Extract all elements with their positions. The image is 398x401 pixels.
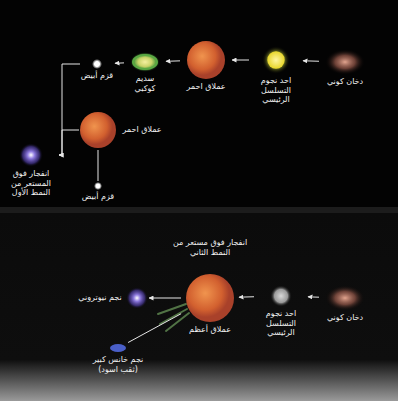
lower-panel <box>0 213 398 401</box>
stage-label: قزم أبيض <box>80 71 114 81</box>
star-icon <box>94 182 102 190</box>
star-icon <box>109 343 127 353</box>
stage-label: احد نجوم التسلسل الرئيسي <box>250 76 302 105</box>
star-icon <box>262 46 290 74</box>
stage-label: عملاق احمر <box>181 82 231 92</box>
evolution-arrow <box>128 314 181 343</box>
stage-label: انفجار فوق المستعر من النمط الأول <box>4 169 58 198</box>
evolution-arrow <box>59 64 80 155</box>
cosmic-dust: دخان كوني <box>320 285 370 323</box>
neutron-star: نجم نيوتروني <box>77 287 148 309</box>
main-sequence-star: احد نجوم التسلسل الرئيسي <box>250 46 302 105</box>
red-giant: عملاق احمر <box>181 40 231 92</box>
star-icon <box>185 273 235 323</box>
star-icon <box>270 285 292 307</box>
white-dwarf: قزم أبيض <box>80 59 114 81</box>
main-sequence-star: احد نجوم التسلسل الرئيسي <box>255 285 307 338</box>
supergiant: عملاق أعظم <box>182 273 238 335</box>
black-hole: نجم خانس كبير (ثقب اسود) <box>83 343 153 374</box>
white-dwarf: قزم أبيض <box>78 182 118 202</box>
stage-label: دخان كوني <box>320 77 370 87</box>
panel-gap <box>0 207 398 213</box>
stage-label: احد نجوم التسلسل الرئيسي <box>255 309 307 338</box>
stage-label: عملاق أعظم <box>182 325 238 335</box>
evolution-arrow <box>115 62 124 63</box>
star-icon <box>19 143 43 167</box>
stage-label: دخان كوني <box>320 313 370 323</box>
star-icon <box>130 52 160 72</box>
process-label: انفجار فوق مستعر من النمط الثاني <box>169 238 251 257</box>
evolution-arrow <box>239 296 254 297</box>
star-icon <box>79 111 117 149</box>
stage-label: عملاق احمر <box>120 125 164 135</box>
upper-panel <box>0 0 398 207</box>
star-icon <box>126 287 148 309</box>
evolution-arrow <box>166 60 180 61</box>
evolution-arrow <box>59 130 79 155</box>
stage-label: سديم كوكبي <box>125 74 165 93</box>
stage-label: نجم نيوتروني <box>77 293 123 303</box>
evolution-arrow <box>303 60 319 61</box>
supernova: انفجار فوق المستعر من النمط الأول <box>4 143 58 198</box>
evolution-arrow <box>149 298 181 299</box>
red-giant: عملاق احمر <box>79 111 164 149</box>
star-icon <box>325 285 365 311</box>
evolution-arrow <box>98 150 99 181</box>
star-icon <box>92 59 102 69</box>
cosmic-dust: دخان كوني <box>320 49 370 87</box>
evolution-arrow <box>232 60 249 61</box>
stage-label: قزم أبيض <box>78 192 118 202</box>
planetary-nebula: سديم كوكبي <box>125 52 165 93</box>
star-icon <box>325 49 365 75</box>
stage-label: نجم خانس كبير (ثقب اسود) <box>83 355 153 374</box>
star-icon <box>186 40 226 80</box>
evolution-arrow <box>308 296 319 297</box>
